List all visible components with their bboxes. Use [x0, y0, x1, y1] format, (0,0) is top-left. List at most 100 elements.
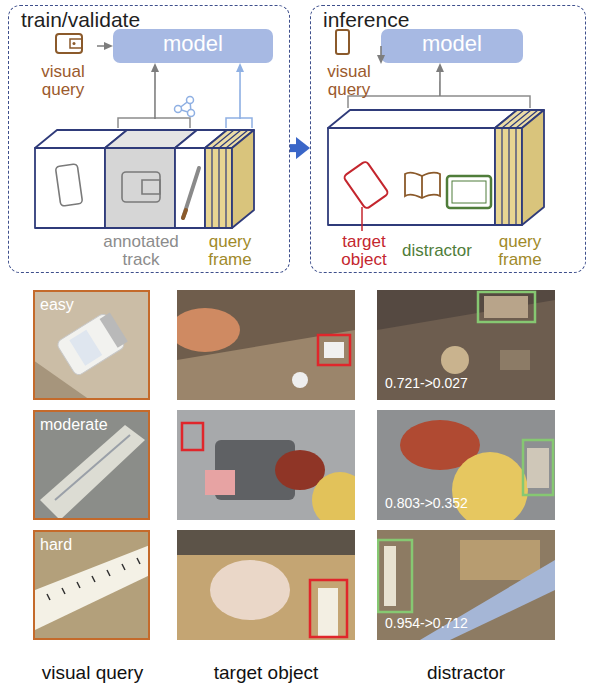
frame-slices: [212, 130, 248, 228]
video-volume: target objectdistractor query frame: [323, 96, 555, 269]
photo-bg: [177, 530, 355, 640]
photo-ruler: [384, 546, 396, 606]
distractor-label: distractor: [395, 242, 479, 260]
target-label: target object: [331, 233, 397, 270]
distractor-box: [478, 292, 535, 322]
photo-tube: [40, 425, 145, 520]
wallet-body: [56, 34, 82, 53]
clip-front: [328, 128, 495, 225]
target-box: [318, 335, 350, 365]
graph-dot: [187, 97, 194, 104]
column-label: distractor: [377, 662, 555, 684]
photo-object: [500, 350, 530, 370]
clip-top: [328, 110, 517, 128]
photo-object: [324, 342, 344, 358]
photo-cup: [292, 372, 308, 388]
bottle-label: [69, 330, 102, 366]
frame-label: query frame: [195, 233, 265, 270]
wallet-clasp: [142, 180, 160, 194]
target-box: [310, 580, 347, 637]
query-image-tile: easy: [33, 290, 150, 400]
frame-side: [522, 110, 544, 225]
photo-distractor-easy: [377, 290, 555, 400]
clip-front: [35, 148, 105, 228]
photo-ruler: [318, 588, 338, 636]
photo-tube-line: [55, 435, 130, 500]
monitor-screen: [452, 181, 486, 203]
graph-icon: [175, 97, 195, 117]
graph-dot: [175, 106, 182, 113]
difficulty-label: hard: [40, 536, 145, 553]
frame-slices: [502, 110, 538, 225]
clip-front: [175, 148, 205, 228]
distractor-image-tile: 0.721->0.027: [377, 290, 555, 400]
frame-label: query frame: [485, 233, 555, 270]
wallet-clasp: [70, 39, 82, 48]
flow-arrow: [154, 72, 156, 119]
model-label: model: [113, 32, 273, 56]
wallet-icon: [122, 172, 160, 202]
photo-distractor-moderate: [377, 410, 555, 520]
query-label: visual query: [317, 63, 381, 100]
book-icon: [405, 173, 440, 198]
bottle-cap: [100, 313, 128, 348]
target-leader: [361, 207, 363, 231]
phone-icon: [55, 164, 82, 207]
photo-board: [460, 540, 540, 580]
photo-bg: [33, 290, 150, 400]
photo-target-moderate: [177, 410, 355, 520]
photo-ruler: [35, 545, 150, 630]
difficulty-label: moderate: [40, 416, 145, 433]
difficulty-label: easy: [40, 296, 145, 313]
photo-bg: [33, 530, 150, 640]
monitor-frame: [447, 176, 491, 208]
distractor-image-tile: 0.954->0.712: [377, 530, 555, 640]
video-bracket: [348, 96, 530, 108]
photo-query-moderate: [33, 410, 150, 520]
wallet-body: [122, 172, 160, 202]
graph-dot: [188, 110, 195, 117]
query-icon: visual query: [29, 29, 97, 95]
panel-box: train/validatevisual querymodelannotated…: [8, 5, 290, 273]
pen-tip: [183, 210, 186, 218]
photo-target-easy: [177, 290, 355, 400]
model-box: model: [113, 29, 273, 63]
score-label: 0.954->0.712: [385, 616, 550, 631]
track-label: annotated track: [91, 233, 191, 270]
photo-query-easy: [33, 290, 150, 400]
block-arrow: [290, 144, 296, 152]
video-volume: [328, 110, 544, 225]
photo-table: [377, 300, 555, 400]
flow-arrow: [439, 72, 441, 96]
video-volume: [35, 130, 254, 228]
photo-bg: [33, 410, 150, 520]
bottle-shape: [56, 310, 130, 377]
monitor-icon: [447, 176, 491, 208]
photo-object: [484, 296, 528, 318]
photo-bg: [377, 290, 555, 400]
track-bracket: [118, 118, 190, 128]
model-label: model: [381, 32, 523, 56]
phone-icon: [336, 30, 349, 54]
score-label: 0.803->0.352: [385, 496, 550, 511]
query-image-tile: hard: [33, 530, 150, 640]
book-spine: [421, 176, 423, 198]
distractor-box: [523, 440, 553, 495]
distractor-image-tile: 0.803->0.352: [377, 410, 555, 520]
photo-cup: [441, 346, 469, 374]
frame-side: [232, 130, 254, 228]
query-label: visual query: [29, 63, 97, 100]
book-cover: [405, 173, 440, 198]
model-box: model: [381, 29, 523, 63]
photo-food: [312, 472, 355, 520]
track-front: [105, 148, 175, 228]
photo-target-hard: [177, 530, 355, 640]
column-label: target object: [177, 662, 355, 684]
column-label: visual query: [20, 662, 165, 684]
query-image-tile: moderate: [33, 410, 150, 520]
video-volume: annotated trackquery frame: [29, 119, 261, 269]
panel-box: inferencevisual querymodeltarget objectd…: [310, 5, 586, 273]
score-label: 0.721->0.027: [385, 376, 550, 391]
